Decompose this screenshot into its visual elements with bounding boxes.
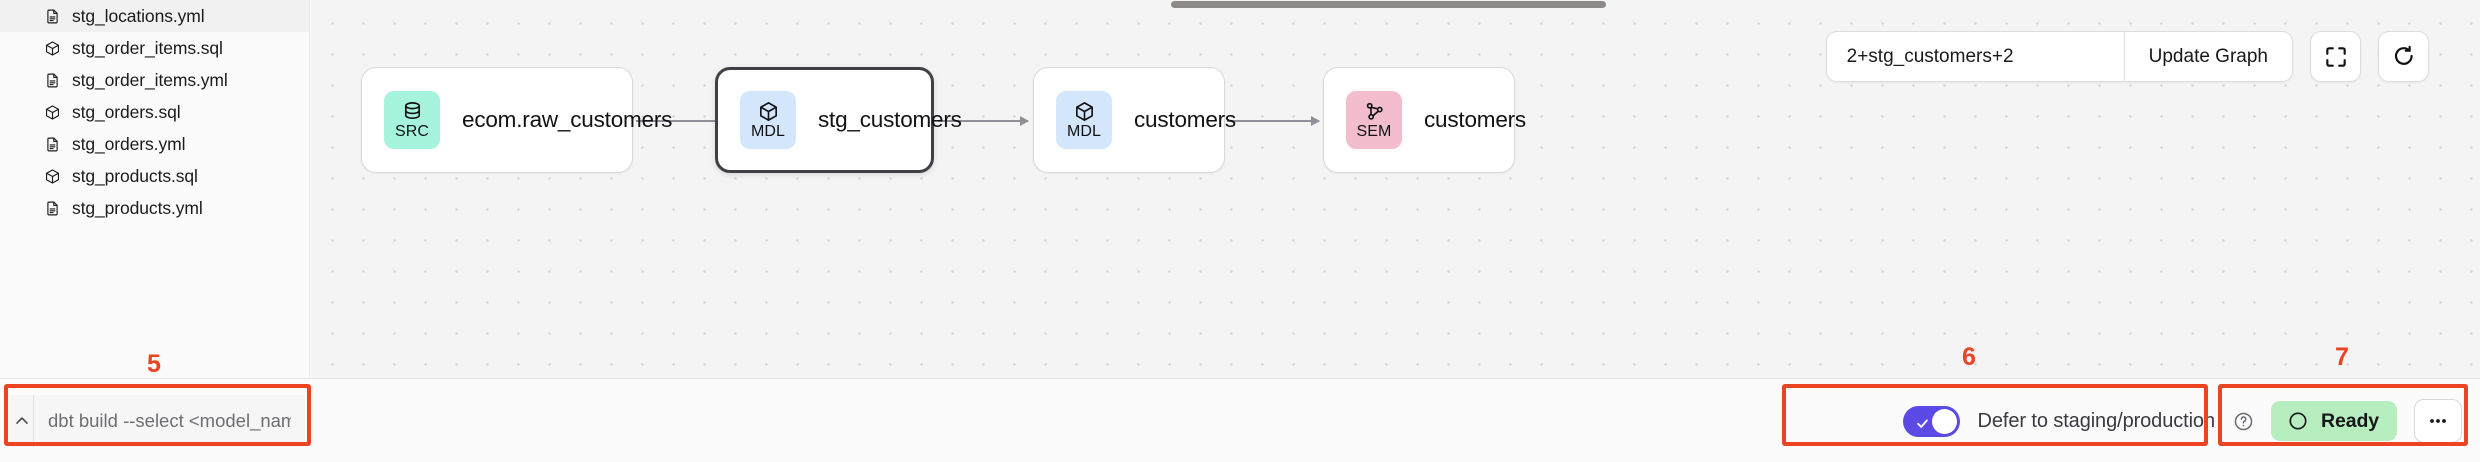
- file-name-label: stg_order_items.yml: [72, 69, 228, 90]
- defer-toggle[interactable]: [1902, 405, 1960, 437]
- lineage-node-customers-semantic[interactable]: SEM customers: [1323, 67, 1526, 173]
- file-list-item[interactable]: stg_order_items.yml: [0, 64, 309, 96]
- cube-icon: [1075, 102, 1093, 121]
- bottom-status-bar: Defer to staging/production Ready: [0, 378, 2480, 462]
- fullscreen-icon: [2325, 46, 2346, 67]
- status-circle-icon: [2289, 412, 2307, 430]
- help-circle-icon[interactable]: [2233, 411, 2254, 432]
- file-name-label: stg_locations.yml: [72, 5, 205, 26]
- file-name-label: stg_orders.sql: [72, 101, 181, 122]
- file-list-item[interactable]: stg_locations.yml: [0, 0, 309, 32]
- command-bar[interactable]: [10, 394, 305, 447]
- graph-scrollbar-thumb[interactable]: [1171, 1, 1606, 8]
- file-list-item[interactable]: stg_orders.sql: [0, 96, 309, 128]
- file-name-label: stg_products.sql: [72, 165, 198, 186]
- file-list: stg_locations.yml stg_order_items.sql stg_…: [0, 0, 309, 224]
- defer-control-group: Defer to staging/production: [1902, 405, 2254, 437]
- lineage-node-stg-customers[interactable]: MDL stg_customers: [715, 67, 962, 173]
- file-list-item[interactable]: stg_orders.yml: [0, 128, 309, 160]
- graph-selector-group: Update Graph: [1825, 31, 2293, 82]
- file-name-label: stg_products.yml: [72, 197, 203, 218]
- node-badge-sem: SEM: [1346, 91, 1402, 149]
- yaml-file-icon: [47, 9, 58, 23]
- node-badge-mdl: MDL: [1056, 91, 1112, 149]
- node-label: stg_customers: [818, 107, 962, 132]
- ellipsis-icon: [2430, 419, 2446, 423]
- sql-model-icon: [45, 168, 60, 184]
- node-badge-mdl: MDL: [740, 91, 796, 149]
- command-input[interactable]: [34, 394, 305, 447]
- toggle-knob: [1931, 408, 1957, 434]
- file-list-item[interactable]: stg_products.sql: [0, 160, 309, 192]
- node-badge-src: SRC: [384, 91, 440, 149]
- sql-model-icon: [45, 104, 60, 120]
- file-explorer-sidebar[interactable]: stg_locations.yml stg_order_items.sql stg_…: [0, 0, 310, 378]
- node-badge-label: SEM: [1356, 123, 1392, 140]
- edge-mdl-to-sem: [1227, 115, 1320, 126]
- node-label: ecom.raw_customers: [462, 107, 673, 132]
- status-badge-label: Ready: [2320, 409, 2379, 432]
- sql-model-icon: [45, 40, 60, 56]
- defer-label: Defer to staging/production: [1977, 409, 2216, 432]
- cube-icon: [759, 102, 777, 121]
- refresh-icon: [2394, 45, 2413, 65]
- fullscreen-button[interactable]: [2310, 31, 2361, 82]
- node-badge-label: MDL: [750, 123, 786, 140]
- node-label: customers: [1134, 107, 1236, 132]
- check-icon: [1916, 418, 1928, 428]
- node-badge-label: SRC: [394, 123, 430, 140]
- chevron-up-icon: [15, 416, 28, 424]
- graph-selector-input[interactable]: [1826, 32, 2124, 81]
- more-options-button[interactable]: [2414, 399, 2462, 443]
- file-list-item[interactable]: stg_products.yml: [0, 192, 309, 224]
- lineage-node-customers-model[interactable]: MDL customers: [1033, 67, 1236, 173]
- file-name-label: stg_order_items.sql: [72, 37, 223, 58]
- database-icon: [404, 102, 420, 120]
- update-graph-button[interactable]: Update Graph: [2123, 32, 2292, 81]
- file-list-item[interactable]: stg_order_items.sql: [0, 32, 309, 64]
- graph-toolbar: Update Graph: [1825, 31, 2429, 82]
- graph-horizontal-scrollbar[interactable]: [311, 0, 2480, 9]
- node-badge-label: MDL: [1066, 123, 1102, 140]
- edge-stg-to-mdl: [938, 115, 1029, 126]
- bottom-bar-right-controls: Defer to staging/production Ready: [1902, 379, 2462, 462]
- yaml-file-icon: [47, 73, 58, 87]
- status-badge[interactable]: Ready: [2270, 401, 2397, 441]
- yaml-file-icon: [47, 201, 58, 215]
- file-name-label: stg_orders.yml: [72, 133, 186, 154]
- node-label: customers: [1424, 107, 1526, 132]
- graph-nodes-icon: [1366, 102, 1383, 120]
- lineage-node-ecom-raw-customers[interactable]: SRC ecom.raw_customers: [361, 67, 672, 173]
- yaml-file-icon: [47, 137, 58, 151]
- lineage-graph-canvas[interactable]: SRC ecom.raw_customers MDL stg_customers: [311, 0, 2480, 378]
- refresh-button[interactable]: [2378, 31, 2429, 82]
- command-collapse-button[interactable]: [10, 394, 34, 447]
